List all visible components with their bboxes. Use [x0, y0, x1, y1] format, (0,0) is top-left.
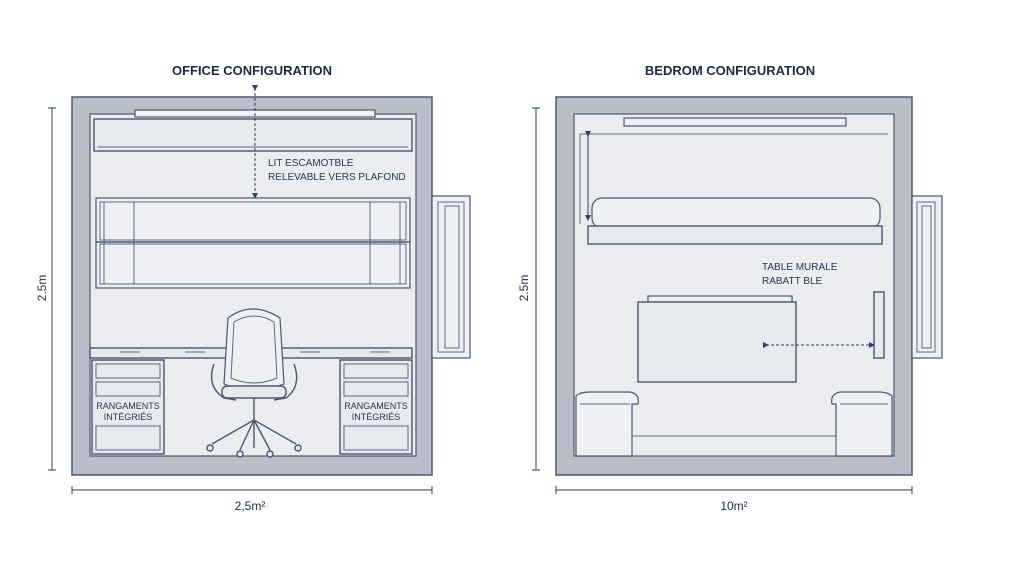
office-bed-label-2: RELEVABLE VERS PLAFOND — [268, 172, 406, 183]
bedroom-cabinet-right — [831, 391, 893, 457]
office-storage-right: RANGAMENTS INTÉGRIÉS — [339, 359, 413, 455]
office-storage-left-label-2: INTÉGRIÉS — [104, 412, 153, 422]
bedroom-width-dim: 10m² — [720, 499, 747, 513]
bedroom-table-label-2: RABATT BLE — [762, 276, 823, 287]
bedroom-height-dim: 2.5m — [517, 275, 531, 302]
bedroom-window — [911, 195, 943, 359]
office-bed-cabinet — [93, 118, 413, 152]
bedroom-plan: BEDROM CONFIGURATION TABLE MURALE RABATT… — [517, 63, 943, 513]
office-title: OFFICE CONFIGURATION — [172, 63, 332, 78]
bedroom-bed — [587, 197, 883, 245]
bedroom-table-label-1: TABLE MURALE — [762, 262, 838, 273]
office-bed-label-1: LIT ESCAMOTBLE — [268, 158, 354, 169]
office-height-dim: 2.5m — [35, 275, 49, 302]
bedroom-title: BEDROM CONFIGURATION — [645, 63, 815, 78]
office-storage-left: RANGAMENTS INTÉGRIÉS — [91, 359, 165, 455]
office-storage-right-label-1: RANGAMENTS — [344, 401, 408, 411]
bedroom-ceiling-light — [623, 117, 847, 127]
office-window — [431, 195, 471, 359]
office-storage-left-label-1: RANGAMENTS — [96, 401, 160, 411]
office-plan: OFFICE CONFIGURATION LIT ESCAMOTBLE RELE… — [35, 63, 471, 513]
bedroom-cabinet-left — [575, 391, 639, 457]
office-storage-right-label-2: INTÉGRIÉS — [352, 412, 401, 422]
office-shelving — [95, 197, 411, 289]
office-width-dim: 2,5m² — [235, 499, 266, 513]
office-chair-icon — [206, 308, 302, 458]
